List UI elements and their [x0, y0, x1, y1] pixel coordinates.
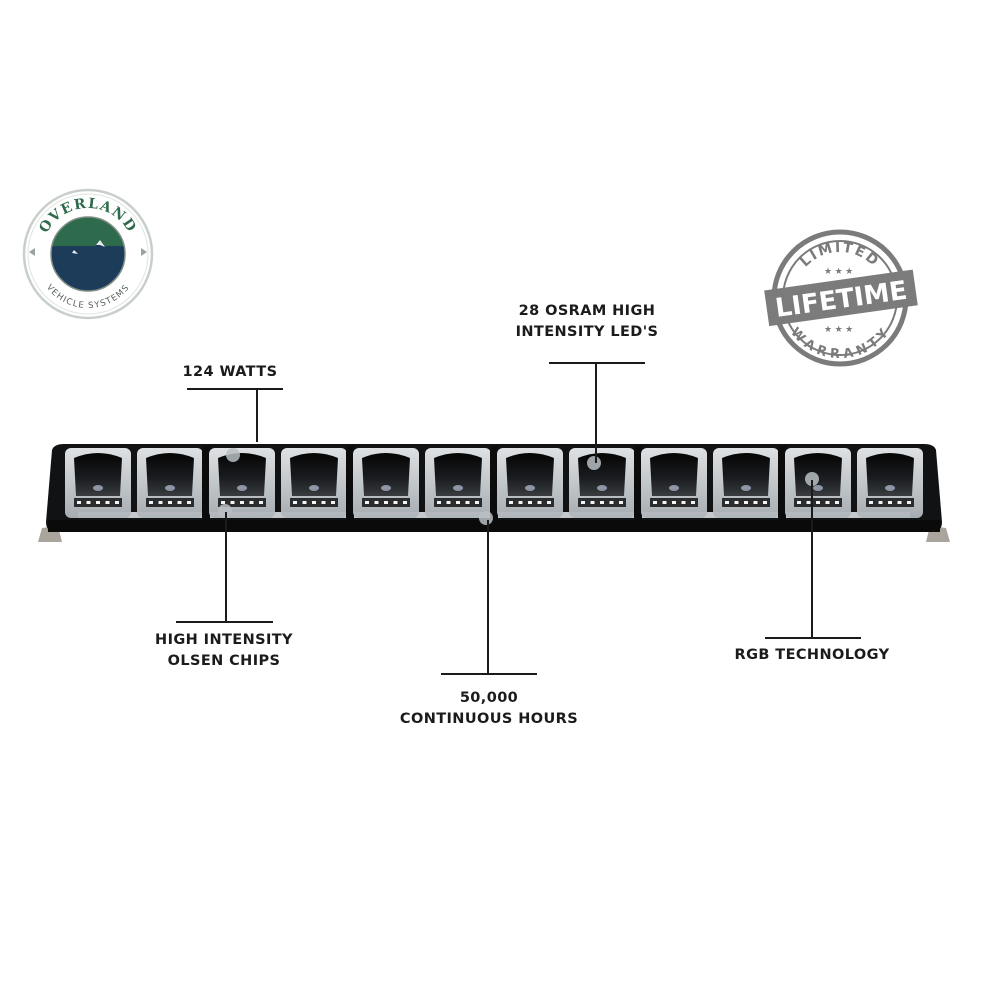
- callout-dot-osram: [587, 456, 601, 470]
- callout-rgb: RGB TECHNOLOGY: [728, 645, 896, 666]
- callout-dot-hours: [479, 511, 493, 525]
- callout-hours-underline: [441, 673, 537, 675]
- callout-olsen-leader: [225, 512, 227, 622]
- led-pod: [641, 448, 707, 518]
- callout-rgb-leader: [811, 480, 813, 638]
- callout-watts: 124 WATTS: [165, 362, 295, 383]
- led-pod: [857, 448, 923, 518]
- pod-divider: [346, 446, 354, 520]
- callout-osram-leader: [595, 363, 597, 463]
- pod-divider: [634, 446, 642, 520]
- led-pod: [785, 448, 851, 518]
- callout-osram-line-1: 28 OSRAM HIGH: [518, 303, 656, 319]
- led-pod: [569, 448, 635, 518]
- svg-text:★ ★ ★: ★ ★ ★: [824, 324, 853, 334]
- callout-watts-line-1: 124 WATTS: [182, 364, 278, 380]
- callout-dot-watts: [226, 448, 240, 462]
- overland-logo-graphic: OVERLAND VEHICLE SYSTEMS: [22, 188, 154, 320]
- led-pod: [281, 448, 347, 518]
- led-pod: [65, 448, 131, 518]
- callout-rgb-underline: [765, 637, 861, 639]
- pod-divider: [778, 446, 786, 520]
- callout-olsen-line-2: OLSEN CHIPS: [167, 653, 281, 669]
- led-pod: [137, 448, 203, 518]
- callout-hours-line-2: CONTINUOUS HOURS: [399, 711, 579, 727]
- warranty-badge-graphic: LIMITED WARRANTY ★ ★ ★ ★ ★ ★ LIFETIME: [764, 229, 918, 367]
- led-pod: [497, 448, 563, 518]
- led-pod: [425, 448, 491, 518]
- callout-hours-line-1: 50,000: [459, 690, 519, 706]
- callout-dot-rgb: [805, 472, 819, 486]
- callout-osram: 28 OSRAM HIGH INTENSITY LED'S: [506, 301, 668, 343]
- callout-osram-line-2: INTENSITY LED'S: [515, 324, 659, 340]
- callout-hours: 50,000 CONTINUOUS HOURS: [394, 688, 584, 730]
- callout-watts-leader: [256, 390, 258, 442]
- led-light-bar: [38, 436, 950, 546]
- led-pod: [209, 448, 275, 518]
- pod-divider: [490, 446, 498, 520]
- callout-olsen: HIGH INTENSITY OLSEN CHIPS: [144, 630, 304, 672]
- overland-vehicle-systems-logo: OVERLAND VEHICLE SYSTEMS: [22, 188, 154, 320]
- callout-dot-olsen: [218, 504, 232, 518]
- callout-osram-underline: [549, 362, 645, 364]
- limited-lifetime-warranty-badge: LIMITED WARRANTY ★ ★ ★ ★ ★ ★ LIFETIME: [762, 228, 920, 368]
- callout-rgb-line-1: RGB TECHNOLOGY: [734, 647, 890, 663]
- svg-text:★ ★ ★: ★ ★ ★: [824, 266, 853, 276]
- callout-watts-underline: [187, 388, 283, 390]
- callout-olsen-underline: [176, 621, 273, 623]
- led-pod: [713, 448, 779, 518]
- led-pod: [353, 448, 419, 518]
- callout-olsen-line-1: HIGH INTENSITY: [155, 632, 293, 648]
- callout-hours-leader: [487, 520, 489, 674]
- pod-divider: [202, 446, 210, 520]
- light-bar-graphic: [38, 444, 950, 542]
